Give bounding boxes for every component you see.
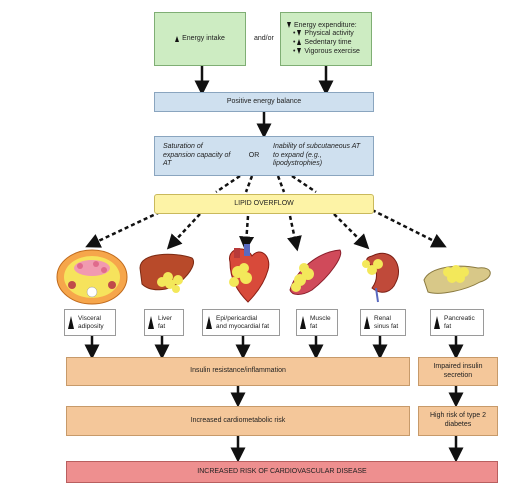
heart-illustration <box>229 244 270 303</box>
decrease-arrow-icon <box>297 47 302 54</box>
fat-label-line2: fat <box>310 322 318 330</box>
increase-arrow-icon <box>68 316 74 329</box>
kidney-illustration <box>362 253 399 303</box>
increase-arrow-icon <box>364 316 370 329</box>
increase-arrow-icon <box>148 316 154 329</box>
lipid-overflow-label: LIPID OVERFLOW <box>234 199 294 207</box>
impaired-insulin-secretion-box: Impaired insulin secretion <box>418 357 498 386</box>
or-label: OR <box>248 151 260 159</box>
insulin-resistance-box: Insulin resistance/inflammation <box>66 357 410 386</box>
cardiometabolic-risk-label: Increased cardiometabolic risk <box>190 416 286 424</box>
fat-label-line2: fat <box>444 322 452 330</box>
lipid-overflow-box: LIPID OVERFLOW <box>154 194 374 214</box>
physical-activity-label: Physical activity <box>304 30 354 38</box>
decrease-arrow-icon <box>297 30 302 37</box>
liver-illustration <box>139 253 194 293</box>
energy-intake-box: Energy intake <box>154 12 246 66</box>
increase-arrow-icon <box>175 36 180 42</box>
increase-arrow-icon <box>300 316 306 329</box>
impaired-insulin-secretion-label: Impaired insulin secretion <box>433 362 483 379</box>
inability-label: Inability of subcutaneous AT to expand (… <box>273 142 361 168</box>
fat-label-line1: Epi/pericardial <box>216 314 258 322</box>
fat-label-line2: sinus fat <box>374 322 399 330</box>
vigorous-exercise-label: Vigorous exercise <box>304 47 360 55</box>
increase-arrow-icon <box>206 316 212 329</box>
type2-diabetes-risk-box: High risk of type 2 diabetes <box>418 406 498 436</box>
fat-label-line1: Visceral <box>78 314 102 322</box>
energy-expenditure-title: Energy expenditure: <box>294 21 357 29</box>
energy-intake-label: Energy intake <box>182 34 225 42</box>
type2-diabetes-risk-label: High risk of type 2 diabetes <box>429 412 487 428</box>
pancreas-illustration <box>423 265 491 294</box>
fat-label-line1: Muscle <box>310 314 331 322</box>
positive-energy-balance-label: Positive energy balance <box>226 97 302 105</box>
fat-label-line2: adiposity <box>78 322 104 330</box>
increase-arrow-icon <box>297 39 302 46</box>
saturation-label: Saturation of expansion capacity of AT <box>163 142 231 168</box>
decrease-arrow-icon <box>287 21 291 28</box>
increase-arrow-icon <box>434 316 440 329</box>
visceral-adipose-illustration <box>56 249 128 305</box>
muscle-illustration <box>289 249 342 295</box>
sedentary-time-label: Sedentary time <box>304 39 352 46</box>
fat-label-line1: Liver <box>158 314 173 322</box>
expansion-capacity-box: Saturation of expansion capacity of AT O… <box>154 136 374 176</box>
energy-expenditure-box: Energy expenditure: • Physical activity … <box>280 12 372 66</box>
fat-label-line1: Renal <box>374 314 391 322</box>
positive-energy-balance-box: Positive energy balance <box>154 92 374 112</box>
andor-label: and/or <box>254 35 274 42</box>
fat-label-line2: fat <box>158 322 166 330</box>
cvd-risk-label: INCREASED RISK OF CARDIOVASCULAR DISEASE <box>197 467 367 475</box>
cvd-risk-box: INCREASED RISK OF CARDIOVASCULAR DISEASE <box>66 461 498 483</box>
insulin-resistance-label: Insulin resistance/inflammation <box>190 367 286 375</box>
fat-label-line1: Pancreatic <box>444 314 475 322</box>
cardiometabolic-risk-box: Increased cardiometabolic risk <box>66 406 410 436</box>
fat-label-line2: and myocardial fat <box>216 322 270 330</box>
